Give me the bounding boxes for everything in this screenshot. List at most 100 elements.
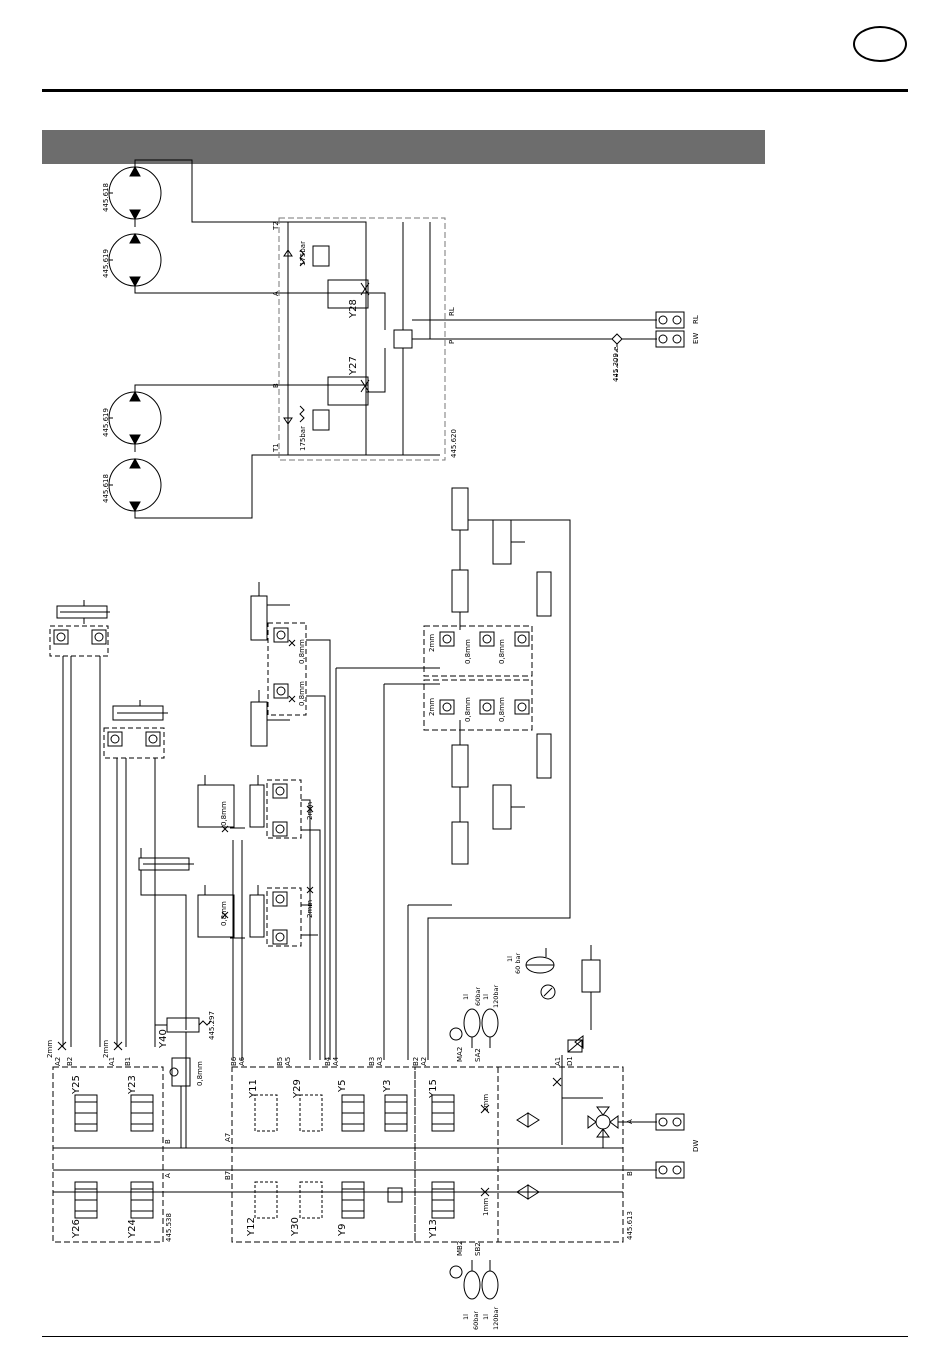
port-label: SA2 [474, 1048, 482, 1062]
port-label: A2 [420, 1057, 428, 1066]
port-label: B [164, 1139, 172, 1144]
orifice-label: 0,8mm [298, 681, 306, 706]
port-label: B2 [412, 1057, 420, 1066]
port-label: A3 [376, 1057, 384, 1066]
port-label: B4 [324, 1056, 332, 1066]
port-label: A [272, 291, 280, 296]
port-label: RL [448, 307, 456, 316]
title-bar [42, 130, 765, 164]
port-label: A2 [54, 1057, 62, 1066]
orifice-label: 0,8mm [220, 901, 228, 926]
orifice-label: 0,8mm [220, 801, 228, 826]
coupling-label-dw: DW [692, 1140, 700, 1152]
accumulator-volume: 1l [462, 1314, 470, 1320]
orifice-label: 0,8mm [464, 697, 472, 722]
accumulator-volume: 1l [482, 994, 490, 1000]
footer-rule [42, 1336, 908, 1337]
block-part-no: 445.538 [165, 1213, 173, 1242]
block-part-no: 445.613 [626, 1211, 634, 1240]
valve-label-y3: Y3 [382, 1080, 393, 1093]
valve-label-y11: Y11 [248, 1079, 259, 1099]
port-label: A6 [238, 1056, 246, 1066]
port-label: B1 [124, 1057, 132, 1066]
port-label: A4 [332, 1056, 340, 1066]
valve-label-y40: Y40 [158, 1029, 169, 1049]
accumulator-pressure: 120bar [492, 1306, 500, 1330]
motor-label: 445.618 [102, 183, 110, 212]
valve-label-y9: Y9 [337, 1224, 348, 1237]
hydraulic-motor [108, 160, 162, 227]
orifice-label: 2mm [306, 802, 314, 820]
port-label: A1 [554, 1057, 562, 1066]
port-label: B5 [276, 1057, 284, 1066]
valve-label-y15: Y15 [428, 1079, 439, 1099]
motor-label: 445.619 [102, 408, 110, 437]
solenoid-part-no: 445.297 [208, 1011, 216, 1040]
orifice-label: 0,8mm [498, 639, 506, 664]
coupling-part-no: 445.309.e [612, 347, 620, 382]
port-label: B [626, 1171, 634, 1176]
port-label: A [164, 1173, 172, 1178]
hydraulic-motor [108, 385, 162, 452]
valve-label-y29: Y29 [292, 1079, 303, 1099]
orifice-label: 2mm [102, 1040, 110, 1058]
motor-label: 445.619 [102, 249, 110, 278]
orifice-label: 0,8mm [196, 1061, 204, 1086]
coupling-label-ew: EW [692, 333, 700, 344]
valve-label-y27: Y27 [348, 356, 359, 376]
valve-stack [74, 1181, 455, 1219]
valve-label-y30: Y30 [290, 1217, 301, 1237]
port-label: B7 [224, 1171, 232, 1180]
port-label: MB2 [456, 1241, 464, 1256]
coupling-label-rl: RL [692, 315, 700, 324]
hydraulic-motor [108, 232, 162, 293]
orifice-label: 0,8mm [298, 639, 306, 664]
port-label: A1 [108, 1057, 116, 1066]
hydraulic-motor [108, 457, 162, 518]
port-label: P [448, 340, 456, 344]
port-label: T1 [272, 443, 280, 453]
orifice-label: 1mm [482, 1198, 490, 1216]
valve-label-y24: Y24 [127, 1219, 138, 1239]
orifice-label: 1mm [482, 1094, 490, 1112]
valve-label-y5: Y5 [337, 1080, 348, 1093]
port-label: SB2 [474, 1242, 482, 1256]
port-label: B [272, 383, 280, 388]
valve-label-y28: Y28 [348, 299, 359, 319]
accumulator-pressure: 60bar [474, 987, 482, 1006]
port-label: A5 [284, 1057, 292, 1066]
accumulator-pressure: 60 bar [514, 953, 522, 974]
valve-label-y13: Y13 [428, 1219, 439, 1239]
orifice-label: 2mm [306, 900, 314, 918]
relief-pressure-label: 175bar [299, 241, 307, 266]
orifice-label: 0,8mm [464, 639, 472, 664]
relief-pressure-label: 175bar [299, 426, 307, 451]
manifold-part-no: 445.620 [450, 429, 458, 458]
valve-label-y12: Y12 [246, 1217, 257, 1237]
port-label: B6 [230, 1056, 238, 1066]
port-label: MA2 [456, 1047, 464, 1062]
port-label: B3 [368, 1057, 376, 1066]
valve-label-y26: Y26 [71, 1219, 82, 1239]
port-label: B2 [66, 1057, 74, 1066]
port-label: T2 [272, 221, 280, 231]
accumulator-volume: 1l [462, 994, 470, 1000]
orifice-label: 2mm [428, 634, 436, 652]
valve-label-y23: Y23 [127, 1075, 138, 1095]
accumulator-volume: 1l [482, 1314, 490, 1320]
port-label: A [626, 1119, 634, 1124]
accumulator-pressure: 60bar [472, 1311, 480, 1330]
language-badge [853, 26, 907, 62]
port-label: D1 [566, 1056, 574, 1066]
orifice-label: 2mm [428, 698, 436, 716]
motor-label: 445.618 [102, 474, 110, 503]
orifice-label: 2mm [46, 1040, 54, 1058]
valve-label-y25: Y25 [71, 1075, 82, 1095]
valve-stack [74, 1094, 455, 1132]
orifice-label: 0,8mm [498, 697, 506, 722]
header-rule [42, 89, 908, 92]
port-label: A7 [224, 1133, 232, 1142]
accumulator-pressure: 120bar [492, 984, 500, 1008]
accumulator-volume: 1l [506, 956, 514, 962]
